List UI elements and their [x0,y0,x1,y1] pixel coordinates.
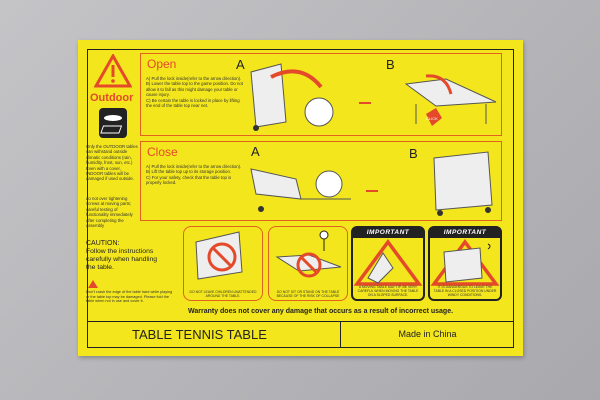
caution-note: Don't crash the edge of the table hard w… [86,290,173,304]
assembly-note: do not over tightening screws at moving … [86,196,133,229]
close-step-b: B) Lift the table top up to its storage … [146,169,232,175]
footer-row: TABLE TENNIS TABLE Made in China [88,321,513,347]
pictogram-wind: IMPORTANT IT IS DANGEROUS TO LEAVE THE T… [428,226,502,301]
close-steps: A) Pull the lock inside(refer to the arr… [146,164,246,186]
no-children-icon [195,231,243,280]
open-dash [359,102,371,104]
close-step-b-letter: B [409,146,418,161]
open-step-c: C) Be certain the table is locked in pla… [146,97,240,109]
open-step-b-letter: B [386,57,395,72]
weather-icon [99,108,127,138]
made-in-label: Made in China [398,329,457,339]
close-illustration-b [433,151,493,216]
close-step-c: C) For your safety, check that the table… [146,174,232,186]
tip-warning-icon [353,239,423,286]
open-steps: A) Pull the lock inside(refer to the arr… [146,76,246,108]
outdoor-note: Only the OUTDOOR tables can withstand ou… [86,144,138,182]
open-title: Open [147,57,177,71]
important-header: IMPORTANT [353,228,423,238]
caution-title: CAUTION: [86,240,120,247]
small-warning-icon [88,280,98,288]
pictogram-caption: DO NOT LEAVE CHILDREN UNATTENDED AROUND … [189,290,257,298]
click-badge: CLICK [426,116,438,121]
open-step-b: B) Lower the table top to the game posit… [146,81,243,98]
pictogram-slope: IMPORTANT A MOVING TABLE MAY TIP. BE VER… [351,226,425,301]
warning-label: Outdoor Only the OUTDOOR tables can with… [78,40,523,356]
open-step-a: A) Pull the lock inside(refer to the arr… [146,76,242,81]
product-title: TABLE TENNIS TABLE [88,322,341,347]
open-illustration-b: CLICK [404,74,497,126]
caution-text: Follow the instructions carefully when h… [86,248,158,271]
close-step-a: A) Pull the lock inside(refer to the arr… [146,164,242,169]
warning-triangle-icon [94,54,132,88]
close-section: Close A) Pull the lock inside(refer to t… [140,141,502,221]
open-section: Open A) Pull the lock inside(refer to th… [140,53,502,136]
warranty-text: Warranty does not cover any damage that … [188,308,454,315]
wind-warning-icon [430,239,500,286]
label-border: Outdoor Only the OUTDOOR tables can with… [86,49,514,348]
open-illustration-a [250,63,334,131]
close-dash [366,190,378,192]
no-sitting-icon [275,230,342,278]
pictogram-caption: IT IS DANGEROUS TO LEAVE THE TABLE IN A … [433,285,497,297]
close-step-a-letter: A [251,144,260,159]
close-title: Close [147,145,178,159]
important-header: IMPORTANT [430,228,500,238]
left-column: Outdoor Only the OUTDOOR tables can with… [86,50,172,322]
outdoor-label: Outdoor [90,92,134,104]
pictogram-sit-stand: DO NOT SIT OR STAND ON THE TABLE BECAUSE… [268,226,348,301]
pictogram-caption: A MOVING TABLE MAY TIP. BE VERY CAREFUL … [357,285,419,297]
close-illustration-a [250,168,351,212]
open-step-a-letter: A [236,57,245,72]
pictogram-children: DO NOT LEAVE CHILDREN UNATTENDED AROUND … [183,226,263,301]
pictogram-caption: DO NOT SIT OR STAND ON THE TABLE BECAUSE… [276,290,340,298]
